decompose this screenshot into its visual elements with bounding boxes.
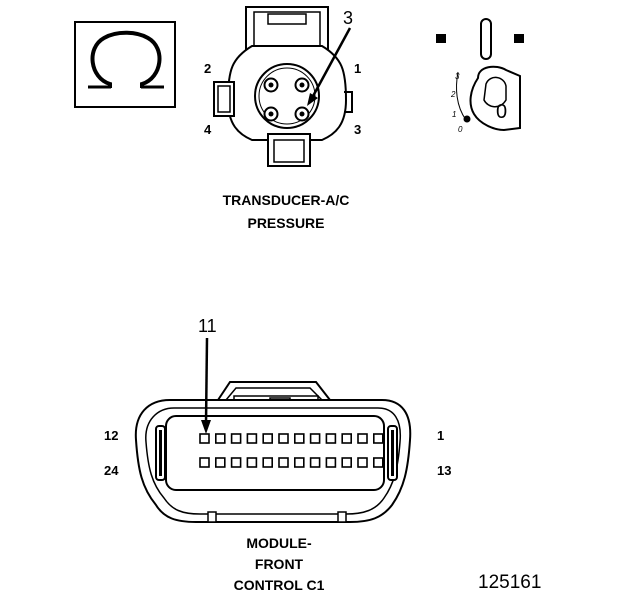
- module-pin-cavity: [293, 433, 305, 444]
- ignition-key-label: 0: [496, 101, 507, 123]
- module-pin-cavity: [325, 457, 337, 468]
- module-pin-cavity: [372, 457, 384, 468]
- module-pin-label-24: 24: [104, 463, 119, 478]
- module-pin-label-13: 13: [437, 463, 451, 478]
- transducer-pin-3: [294, 106, 310, 122]
- transducer-pin-label-4: 4: [204, 122, 212, 137]
- module-callout-label: 11: [198, 316, 217, 336]
- module-pin-cavity: [262, 457, 274, 468]
- module-connector: [134, 381, 412, 523]
- module-pin-cavity: [278, 433, 289, 444]
- module-pin-label-1: 1: [437, 428, 444, 443]
- module-pin-cavity: [230, 457, 242, 468]
- ohm-symbol-icon: [74, 21, 176, 108]
- module-pin-cavity: [325, 433, 337, 444]
- transducer-callout-label: 3: [343, 8, 353, 28]
- module-pin-cavity: [309, 433, 321, 444]
- transducer-pin-label-2: 2: [204, 61, 211, 76]
- transducer-pin-label-3: 3: [354, 122, 361, 137]
- module-caption-line3: CONTROL C1: [234, 577, 325, 593]
- module-caption-line2: FRONT: [255, 556, 304, 572]
- module-pin-cavity: [199, 457, 210, 468]
- ignition-key-icon: [436, 18, 524, 132]
- module-pin-label-12: 12: [104, 428, 118, 443]
- module-pin-cavity: [246, 433, 258, 444]
- module-pin-cavity: [262, 433, 274, 444]
- figure-number: 125161: [478, 572, 541, 593]
- ignition-position-0: 0: [458, 125, 463, 134]
- transducer-connector: [213, 6, 353, 167]
- module-pin-cavity: [278, 457, 289, 468]
- transducer-pin-label-1: 1: [354, 61, 361, 76]
- module-caption-line1: MODULE-: [246, 535, 312, 551]
- ignition-position-2: 2: [450, 90, 456, 99]
- ignition-position-3: 3: [455, 72, 460, 81]
- module-pin-cavity: [199, 433, 210, 444]
- transducer-caption-line1: TRANSDUCER-A/C: [223, 192, 350, 208]
- ignition-position-1: 1: [452, 110, 456, 119]
- transducer-caption-line2: PRESSURE: [247, 215, 324, 231]
- module-pin-cavity: [309, 457, 321, 468]
- module-pin-cavity: [357, 433, 368, 444]
- module-pin-cavity: [341, 457, 353, 468]
- transducer-pin-2: [263, 77, 279, 93]
- module-pin-cavity: [230, 433, 242, 444]
- transducer-callout-arrow: [307, 27, 352, 106]
- transducer-pin-4: [263, 106, 279, 122]
- module-pin-cavity: [372, 433, 384, 444]
- transducer-pin-1: [294, 77, 310, 93]
- module-callout-arrow: [201, 337, 211, 434]
- module-pin-cavity: [293, 457, 305, 468]
- module-pin-cavity: [357, 457, 368, 468]
- module-pin-cavity: [215, 457, 226, 468]
- module-pin-cavity: [215, 433, 226, 444]
- module-pin-cavity: [246, 457, 258, 468]
- module-pin-grid: [199, 433, 384, 468]
- module-pin-cavity: [341, 433, 353, 444]
